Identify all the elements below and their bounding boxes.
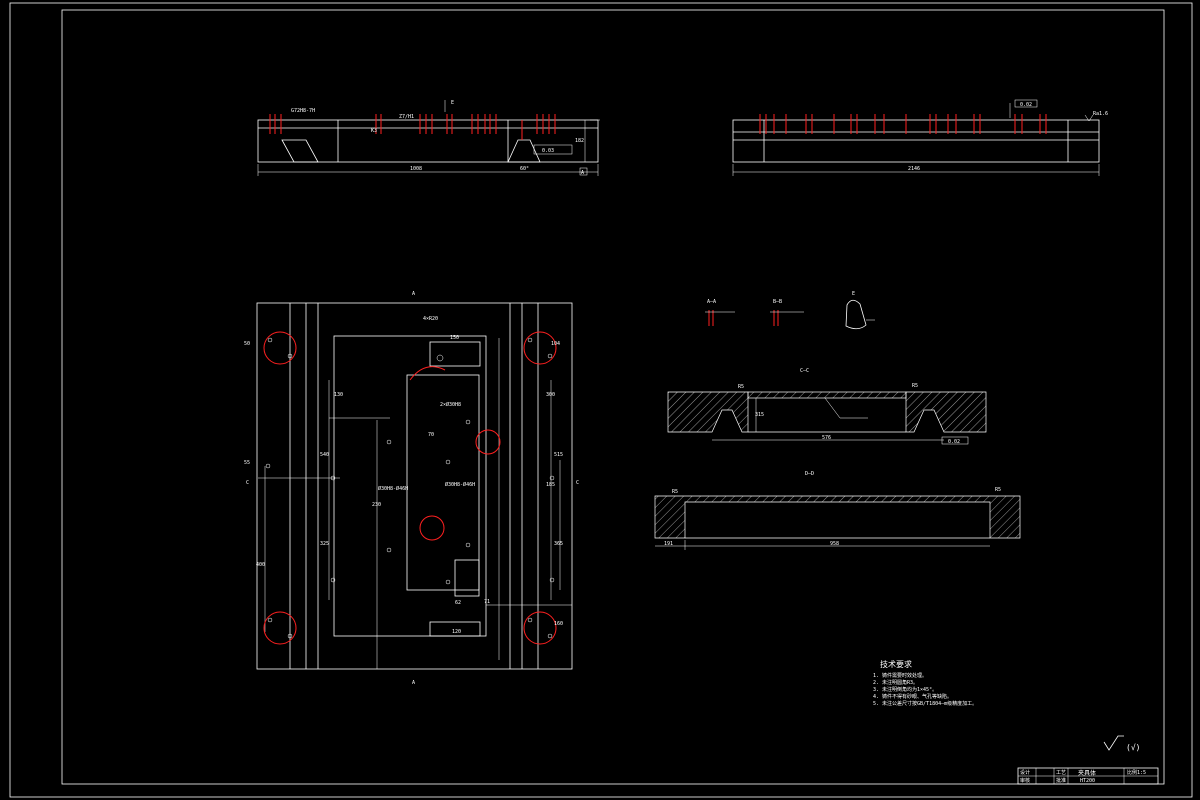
tech-req-line-3: 3. 未注明倒角均为1×45°。 [873, 686, 937, 693]
fit-callout-left: G72H8-7H [291, 108, 315, 114]
corner-hole-bottom-right [523, 611, 557, 645]
main-right-label: C [576, 480, 579, 486]
tech-req-title: 技术要求 [880, 659, 912, 669]
right-length-dim: 2146 [908, 166, 920, 172]
dim-center-2: 70 [428, 432, 434, 438]
title-block-cell-2: 审核 [1020, 777, 1030, 784]
section-cc-height: 315 [755, 412, 764, 418]
tech-req-line-1: 1. 铸件需要时效处理。 [873, 672, 927, 679]
section-cc-width: 576 [822, 435, 831, 441]
tolerance-callout: 0.03 [542, 148, 554, 154]
top-left-view: E 1008 A G72H8-7H K3 Z7/H1 60° 182 0.03 [257, 100, 600, 176]
title-block-name: 夹具体 [1078, 769, 1096, 777]
title-block-cell-4: 批准 [1056, 777, 1066, 784]
title-block-cell-1: 设计 [1020, 769, 1030, 776]
section-dd-total-dim: 958 [830, 541, 839, 547]
callout-center: Z7/H1 [399, 114, 414, 120]
dim-center-1: 150 [450, 335, 459, 341]
right-roughness: Ra1.6 [1093, 111, 1108, 117]
section-dd-right-radius: R5 [995, 487, 1001, 493]
section-aa-label: A—A [707, 299, 716, 305]
title-block-material: HT200 [1080, 778, 1095, 784]
section-e-label: E [852, 291, 855, 297]
section-bb-label: B—B [773, 299, 782, 305]
roughness-note-text: (√) [1126, 743, 1140, 752]
section-e-outline [845, 299, 867, 330]
tech-req-line-2: 2. 未注明圆角R3。 [873, 679, 918, 686]
view-e-marker: E [451, 100, 454, 106]
section-cc-left-radius: R5 [738, 384, 744, 390]
right-tolerance-box: 0.02 [1020, 102, 1032, 108]
overall-length-dim: 1008 [410, 166, 422, 172]
dim-center-3: 230 [372, 502, 381, 508]
dim-left-4: 55 [244, 460, 250, 466]
title-block-scale: 比例1:5 [1127, 769, 1146, 776]
fit-callout-2: Ø30H8-Ø46H [445, 481, 475, 488]
section-dd: D—D 191 958 R5 R5 [654, 471, 1021, 550]
section-dd-left-radius: R5 [672, 489, 678, 495]
tech-req-line-4: 4. 铸件不得有砂眼、气孔等缺陷。 [873, 693, 952, 700]
main-top-label: A [412, 291, 415, 297]
dim-right-6: 160 [554, 621, 563, 627]
dim-right-1: 104 [551, 341, 560, 347]
section-dd-left-dim: 191 [664, 541, 673, 547]
section-dd-label: D—D [805, 471, 814, 477]
section-cc-label: C—C [800, 368, 809, 374]
dim-center-5: 62 [455, 600, 461, 606]
fit-callout-1: Ø30H8-Ø46H [378, 485, 408, 492]
tech-req-line-5: 5. 未注公差尺寸按GB/T1804—m级精度加工。 [873, 700, 977, 707]
angle-callout: 60° [520, 166, 529, 172]
section-cc-right-radius: R5 [912, 383, 918, 389]
dim-right-5: 185 [546, 482, 555, 488]
callout-k3: K3 [371, 128, 377, 134]
roughness-note: (√) [1103, 735, 1140, 752]
section-cc: C—C 576 315 R5 R5 0.02 [667, 368, 987, 445]
top-left-red-marks [269, 114, 556, 140]
sheet-border [9, 2, 1193, 798]
corner-hole-top-left [263, 331, 297, 365]
center-holes [265, 354, 555, 585]
dim-left-5: 325 [320, 541, 329, 547]
dim-center-4: 120 [452, 629, 461, 635]
section-aa-shape [705, 310, 735, 326]
datum-a-label: A [581, 170, 584, 176]
technical-requirements: 技术要求 1. 铸件需要时效处理。 2. 未注明圆角R3。 3. 未注明倒角均为… [873, 659, 977, 707]
small-sections: A—A B—B E [705, 291, 875, 330]
hole-callout: 4×R20 [423, 316, 438, 322]
dim-right-2: 300 [546, 392, 555, 398]
main-view: A A C C 4×R20 130 540 400 55 325 50 104 … [244, 291, 579, 686]
dim-right-4: 365 [554, 541, 563, 547]
top-right-red-marks [759, 114, 1047, 134]
dim-center-6: 71 [484, 599, 490, 605]
corner-hole-top-right [523, 331, 557, 365]
roughness-symbol-icon [1103, 735, 1124, 751]
dim-right-3: 515 [554, 452, 563, 458]
height-dim: 182 [575, 138, 584, 144]
dim-left-1: 130 [334, 392, 343, 398]
dim-left-6: 50 [244, 341, 250, 347]
dim-left-2: 540 [320, 452, 329, 458]
fit-callout-3: 2×Ø30H8 [440, 401, 461, 408]
title-block-cell-3: 工艺 [1056, 770, 1066, 776]
corner-hole-bottom-left [263, 611, 297, 645]
title-block: 设计 审核 工艺 批准 夹具体 HT200 比例1:5 [1017, 767, 1159, 785]
section-cc-tolerance: 0.02 [948, 439, 960, 445]
main-left-label: C [246, 480, 249, 486]
main-bottom-label: A [412, 680, 415, 686]
drawing-frame [61, 9, 1165, 785]
section-bb-shape [770, 310, 804, 326]
top-right-view: 2146 0.02 Ra1.6 [732, 99, 1108, 176]
dim-left-3: 400 [256, 562, 265, 568]
